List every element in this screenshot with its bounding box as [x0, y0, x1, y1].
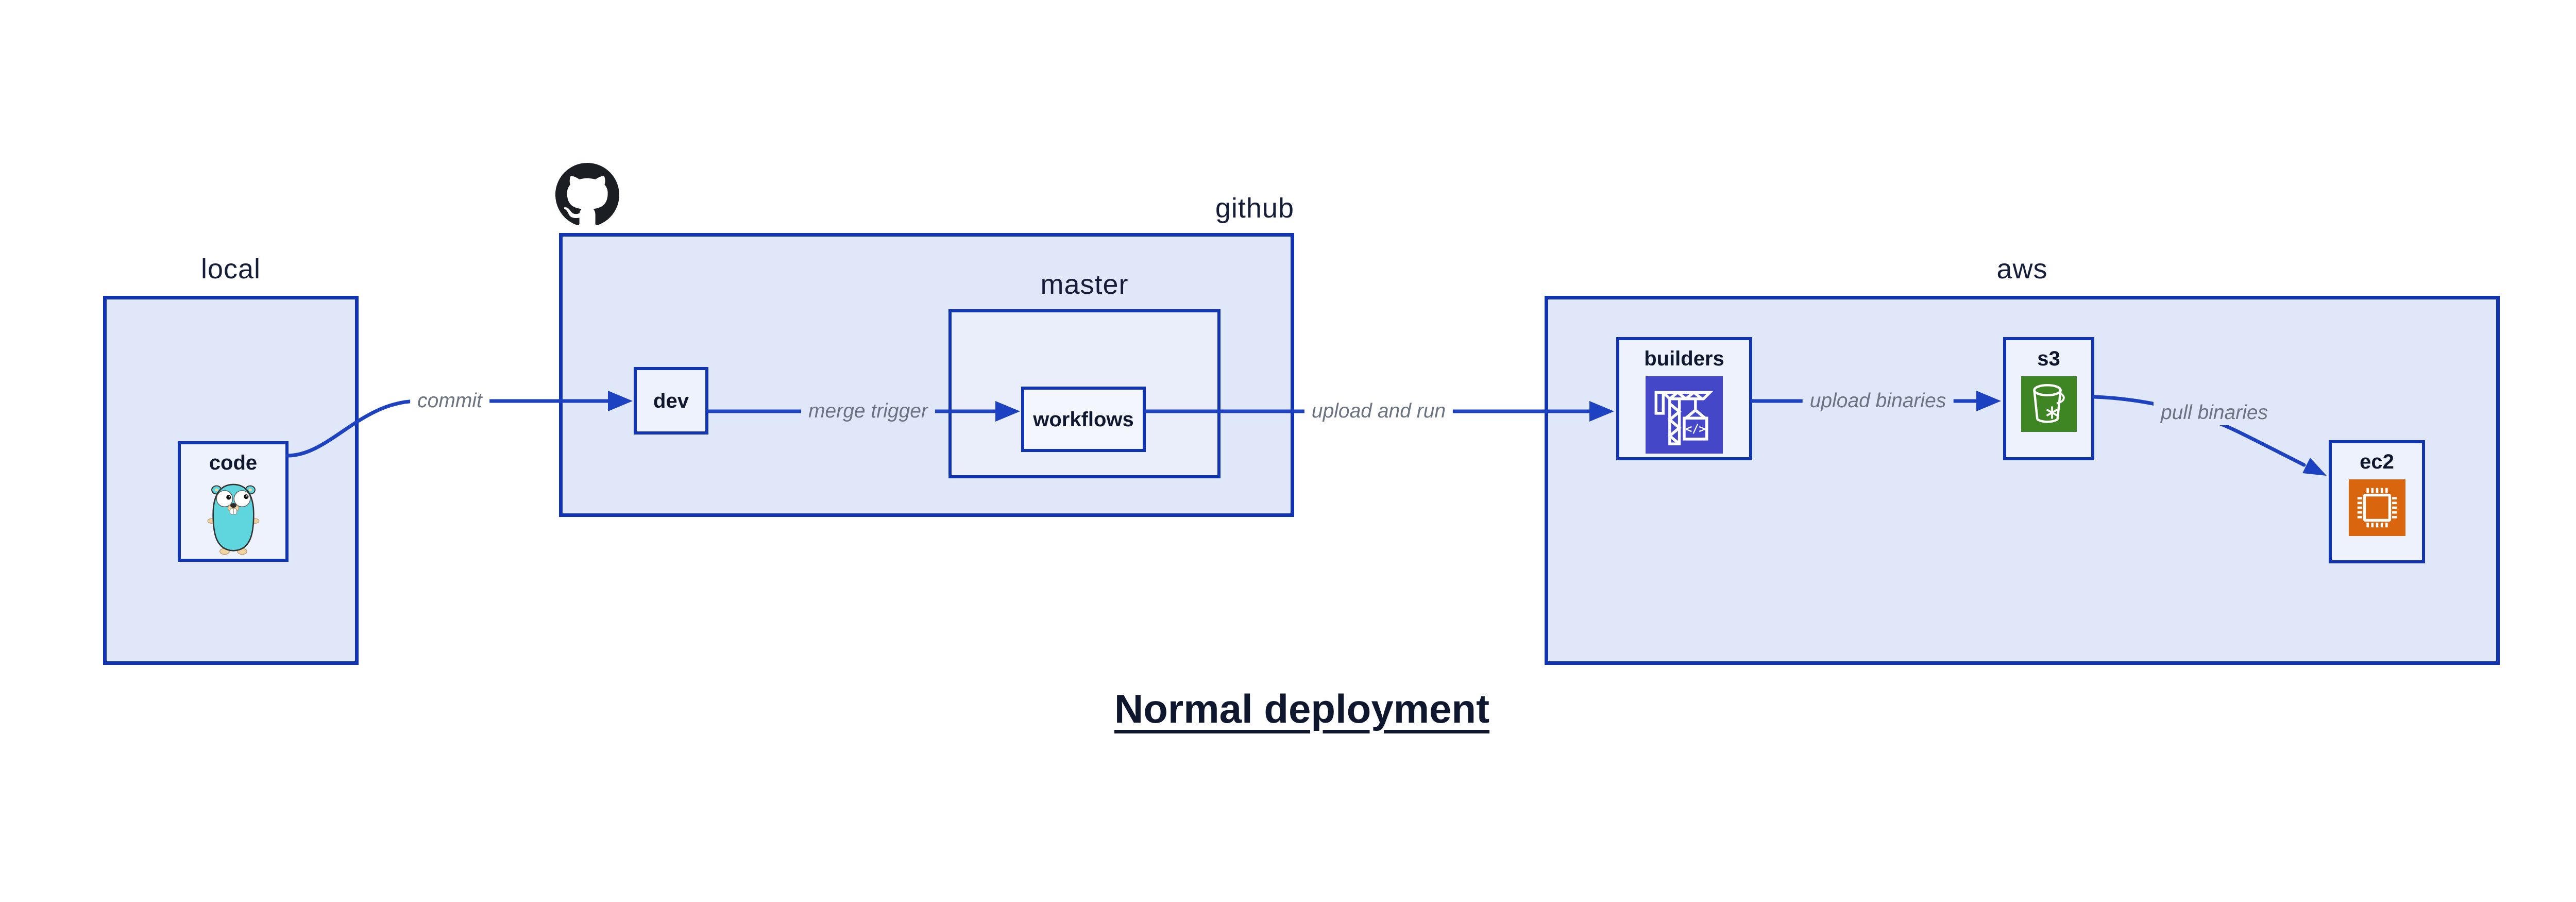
group-master-title: master — [1040, 269, 1129, 300]
codebuild-crane-icon: </> — [1646, 376, 1723, 454]
go-gopher-icon — [207, 483, 259, 555]
edge-commit — [285, 391, 633, 458]
node-ec2: ec2 — [2329, 440, 2425, 563]
node-dev-label: dev — [653, 389, 689, 412]
node-workflows-label: workflows — [1033, 408, 1134, 431]
group-github-title: github — [1215, 193, 1294, 224]
group-aws-title: aws — [1996, 254, 2048, 285]
node-s3: s3 — [2003, 337, 2094, 460]
node-s3-label: s3 — [2037, 347, 2060, 370]
node-code-label: code — [209, 452, 258, 474]
node-builders: builders </> — [1616, 337, 1752, 460]
group-local-title: local — [200, 254, 261, 285]
node-builders-label: builders — [1644, 347, 1724, 370]
edge-pull-binaries-label: pull binaries — [2153, 400, 2276, 425]
diagram-caption: Normal deployment — [1114, 686, 1490, 731]
ec2-chip-icon — [2348, 479, 2405, 536]
node-code: code — [178, 441, 289, 562]
edge-merge-trigger-label: merge trigger — [801, 399, 935, 424]
edge-commit-label: commit — [410, 389, 489, 413]
node-ec2-label: ec2 — [2360, 450, 2394, 473]
s3-bucket-icon — [2021, 376, 2077, 432]
node-workflows: workflows — [1021, 387, 1146, 452]
edge-upload-binaries-label: upload binaries — [1802, 389, 1954, 413]
github-octocat-icon — [555, 163, 619, 225]
builders-icon-glyph: </> — [1685, 423, 1705, 436]
node-dev: dev — [634, 367, 708, 435]
edge-pull-binaries — [2092, 395, 2327, 476]
edge-upload-and-run-label: upload and run — [1304, 399, 1453, 424]
